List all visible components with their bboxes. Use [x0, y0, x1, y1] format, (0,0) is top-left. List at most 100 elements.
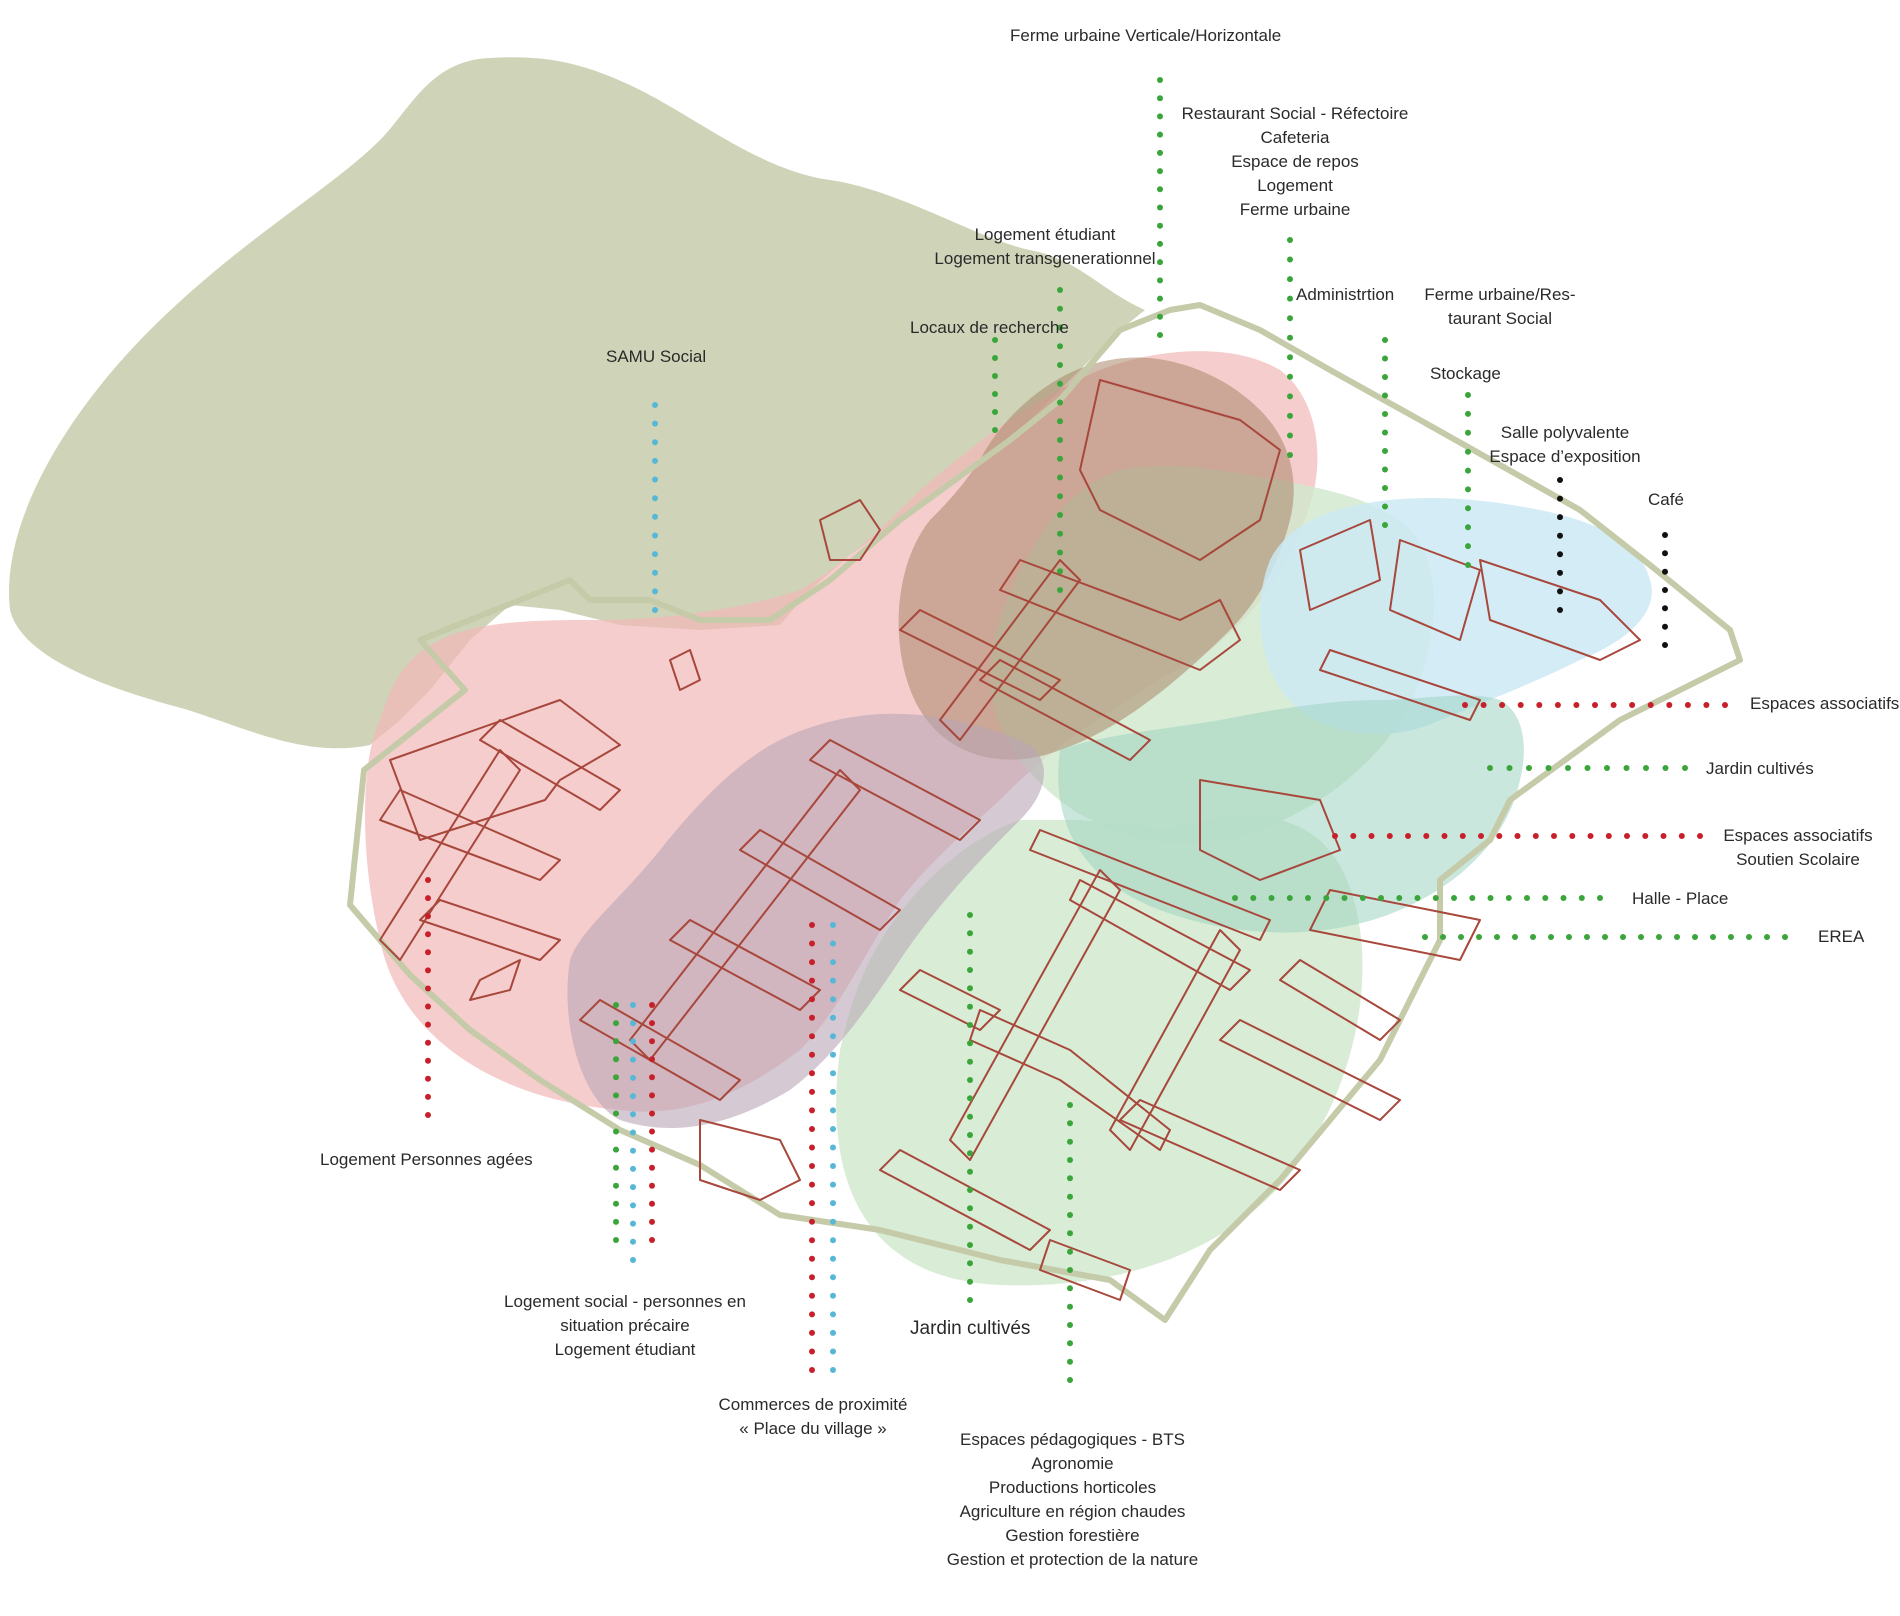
leader-dot	[1067, 1138, 1073, 1145]
leader-dot	[967, 1095, 973, 1102]
leader-dot	[1441, 833, 1448, 839]
building-outline	[1319, 649, 1481, 721]
leader-dot	[1368, 833, 1375, 839]
leader-dot	[967, 1113, 973, 1120]
leader-dot	[1566, 934, 1572, 940]
building-outline	[1309, 889, 1481, 961]
leader-dot	[1057, 343, 1063, 350]
leader-dot	[630, 1165, 636, 1172]
leader-dot	[649, 1002, 655, 1008]
building-outline	[579, 999, 741, 1101]
building-outline	[1479, 559, 1641, 661]
leader-dot	[630, 1202, 636, 1209]
leader-dot	[830, 1088, 836, 1095]
leader-dot	[652, 457, 658, 464]
leader-dot	[809, 1292, 815, 1299]
leader-dot	[1250, 895, 1257, 901]
leader-dot	[809, 1070, 815, 1077]
leader-dot	[1548, 934, 1554, 940]
leader-dot	[613, 1237, 619, 1243]
leader-dot	[1557, 569, 1563, 576]
label-administration: Administrtion	[1296, 285, 1395, 304]
leader-dot	[1692, 934, 1698, 940]
leader-dot	[652, 607, 658, 613]
leader-dot	[613, 1218, 619, 1225]
leader-dot	[613, 1110, 619, 1117]
leader-dot	[613, 1038, 619, 1045]
leader-dot	[425, 1039, 431, 1046]
label-locaux-recherche: Locaux de recherche	[910, 318, 1069, 337]
leader-dot	[630, 1184, 636, 1191]
building-outline	[739, 829, 901, 931]
label-cafe: Café	[1648, 490, 1684, 509]
label-jardin-cultives-right: Jardin cultivés	[1706, 759, 1814, 778]
leader-dot	[1517, 702, 1524, 708]
leader-dot	[967, 1003, 973, 1010]
leader-dot	[809, 1367, 815, 1373]
leader-dot	[1465, 562, 1471, 568]
leader-dot	[1592, 702, 1598, 708]
label-erea: EREA	[1818, 927, 1865, 946]
leader-dot	[630, 1002, 636, 1008]
leader-dot	[1286, 895, 1293, 901]
leader-dot	[425, 877, 431, 883]
building-outline	[469, 959, 521, 1001]
leader-dot	[1382, 392, 1388, 399]
leader-dot	[1532, 833, 1539, 839]
leader-dot	[1440, 934, 1446, 940]
leader-dot	[809, 1144, 815, 1151]
leader-dot	[1287, 295, 1293, 302]
leader-dot	[1573, 702, 1580, 708]
zone-blue	[1260, 498, 1652, 734]
leader-dot	[809, 1033, 815, 1040]
leader-dot	[1610, 702, 1617, 708]
leader-dot	[649, 1074, 655, 1081]
leader-dot	[425, 985, 431, 992]
leader-dot	[1057, 549, 1063, 556]
leader-dot	[613, 1020, 619, 1027]
leader-dot	[809, 1200, 815, 1207]
leader-dot	[967, 1297, 973, 1303]
leader-dot	[1067, 1303, 1073, 1310]
leader-dot	[649, 1200, 655, 1207]
leader-dot	[830, 1033, 836, 1040]
leader-dot	[1678, 833, 1685, 839]
leader-dot	[967, 967, 973, 973]
building-outline	[379, 749, 521, 961]
leader-dot	[830, 1311, 836, 1318]
leader-dot	[1782, 934, 1788, 940]
leader-dot	[652, 439, 658, 446]
leader-dot	[1057, 512, 1063, 518]
site-boundary	[347, 302, 1743, 1323]
leader-dot	[1287, 334, 1293, 341]
leader-dot	[992, 337, 998, 343]
leader-dot	[1728, 934, 1734, 940]
label-halle-place: Halle - Place	[1632, 889, 1729, 908]
leader-dot	[1499, 702, 1506, 708]
building-outline	[669, 919, 821, 1011]
leader-dot	[1476, 934, 1482, 940]
leader-dot	[1382, 448, 1388, 454]
leader-dot	[1487, 765, 1493, 771]
leader-dot	[809, 1107, 815, 1114]
building-outline	[1039, 1239, 1131, 1301]
leader-dot	[967, 1022, 973, 1028]
leader-dot	[1506, 765, 1513, 771]
leader-dot	[1469, 895, 1476, 901]
leader-dot	[1604, 765, 1610, 771]
building-outline	[1389, 539, 1481, 641]
leader-dot	[1057, 287, 1063, 293]
building-outline	[1219, 1019, 1401, 1121]
leader-dot	[1157, 295, 1163, 302]
leader-dot	[809, 922, 815, 928]
leader-dot	[1505, 895, 1512, 901]
leader-dot	[809, 1126, 815, 1132]
leader-dot	[1157, 95, 1163, 102]
leader-dot	[1662, 765, 1669, 771]
leader-dot	[613, 1056, 619, 1063]
building-outline	[479, 719, 621, 811]
leader-dot	[1465, 543, 1471, 550]
leader-dot	[425, 895, 431, 902]
leader-dot	[1703, 702, 1710, 708]
